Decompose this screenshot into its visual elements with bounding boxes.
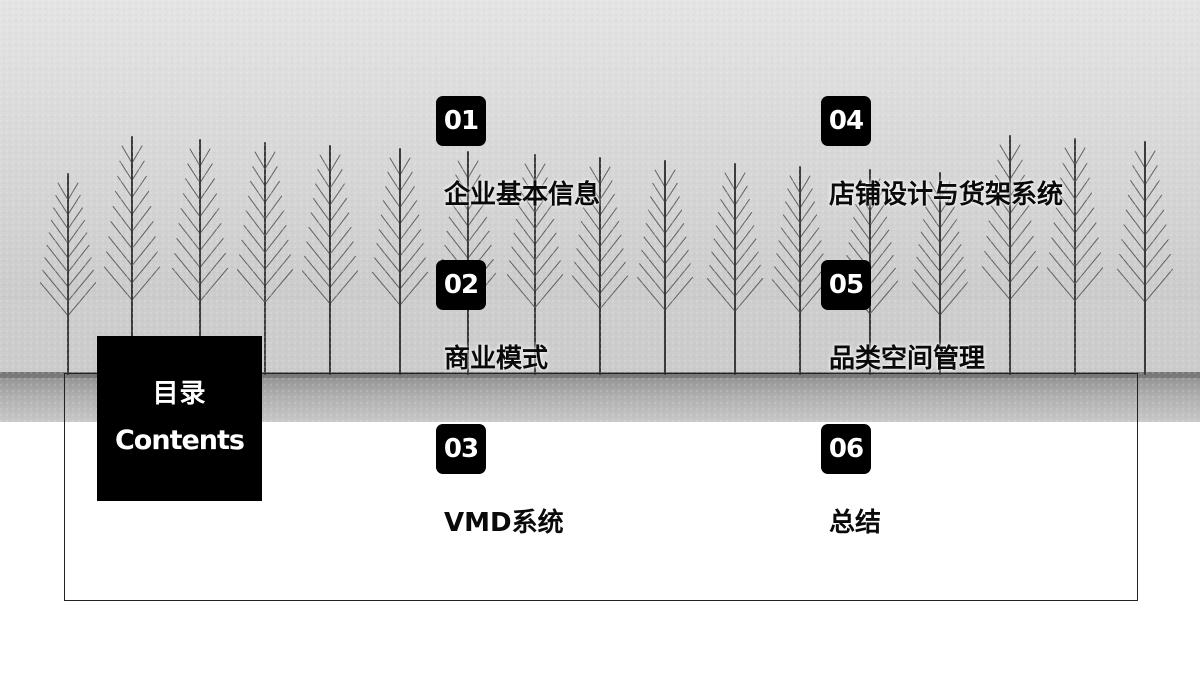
background-photo	[0, 0, 1200, 422]
toc-item-label: 总结	[829, 508, 882, 538]
content-frame	[64, 373, 1138, 601]
contents-subtitle: Contents	[114, 424, 245, 456]
toc-item-label: 企业基本信息	[444, 180, 601, 210]
contents-title: 目录	[152, 378, 207, 409]
toc-item-number: 05	[821, 260, 871, 310]
toc-item-number: 06	[821, 424, 871, 474]
toc-item-label: VMD系统	[444, 508, 564, 538]
toc-item-number: 01	[436, 96, 486, 146]
toc-item-number: 04	[821, 96, 871, 146]
toc-item-label: 品类空间管理	[829, 344, 986, 374]
toc-item-number: 02	[436, 260, 486, 310]
toc-item-label: 商业模式	[444, 344, 549, 374]
contents-header-box: 目录 Contents	[97, 336, 262, 501]
toc-item-number: 03	[436, 424, 486, 474]
toc-item-label: 店铺设计与货架系统	[829, 180, 1064, 210]
